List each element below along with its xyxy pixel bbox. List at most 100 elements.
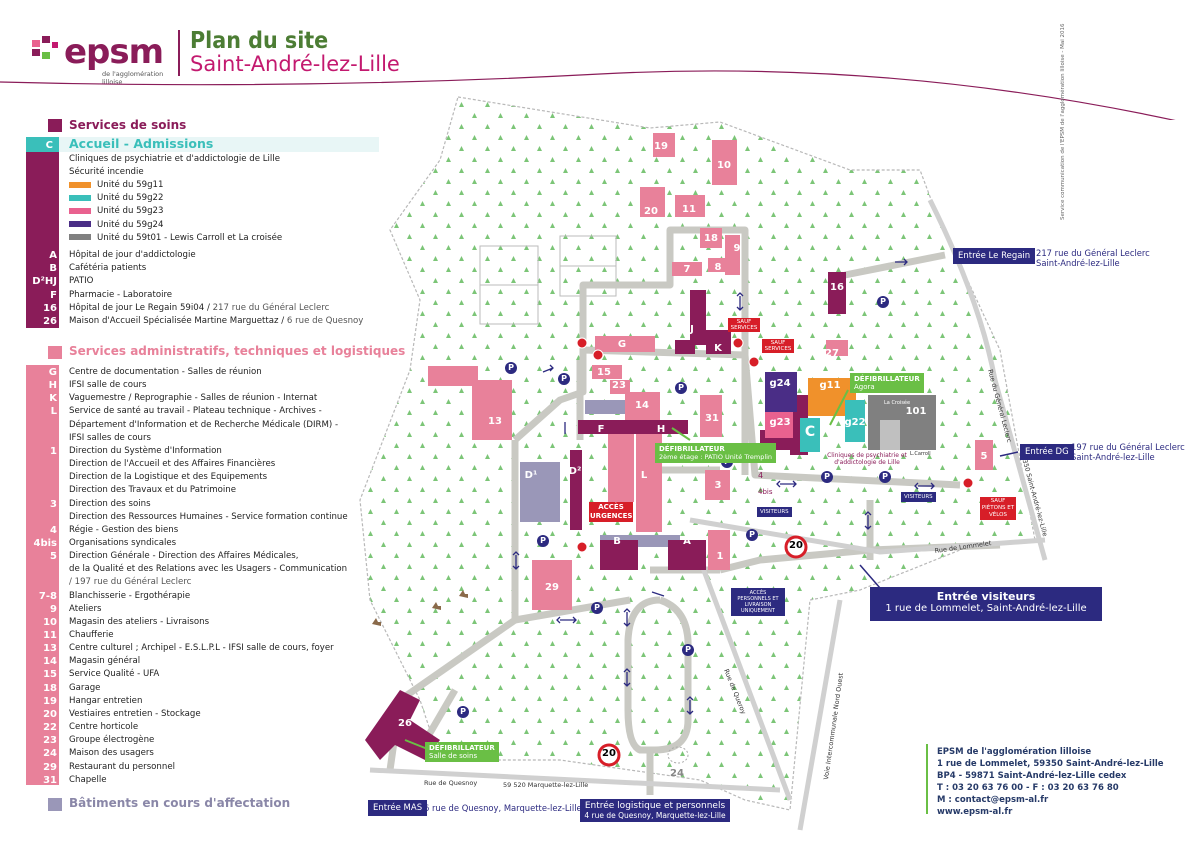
contact-email[interactable]: M : contact@epsm-al.fr	[937, 795, 1049, 805]
building-label-g24: g24	[769, 378, 790, 389]
parking-label: P	[749, 530, 755, 539]
admin-item-text: Magasin général	[69, 656, 141, 667]
building-label-19: 19	[654, 141, 668, 152]
soins-item: B Cafétéria patients	[0, 262, 400, 275]
entree-visiteurs-button[interactable]: Entrée visiteurs 1 rue de Lommelet, Sain…	[870, 587, 1102, 621]
unit-label: Unité du 59g23	[97, 206, 164, 217]
defib-soins-title: DÉFIBRILLATEUR	[429, 744, 495, 752]
unit-item: Unité du 59g11	[69, 179, 163, 192]
admin-item-text: Direction des soins	[69, 498, 151, 509]
admin-item-text: Ateliers	[69, 603, 102, 614]
soins-item-code: 26	[43, 316, 57, 327]
admin-item-code: 3	[50, 498, 57, 510]
admin-item-code: L	[50, 406, 57, 418]
admin-item-text: Département d'Information et de Recherch…	[69, 419, 339, 430]
building-label-F: F	[598, 424, 605, 435]
admin-item-text: Centre culturel ; Archipel - E.S.L.P.L -…	[69, 643, 334, 654]
admin-item-code: 13	[43, 643, 57, 655]
admin-item: / 197 rue du Général Leclerc	[0, 576, 400, 589]
contact-divider	[926, 744, 928, 814]
admin-item-text: IFSI salle de cours	[69, 380, 147, 391]
acces-urgences-sign: ACCÈS URGENCES	[589, 502, 633, 522]
admin-item-code: 20	[43, 708, 57, 720]
admin-item: IFSI salles de cours	[0, 432, 400, 445]
admin-item-text: de la Qualité et des Relations avec les …	[69, 564, 348, 575]
sports-fields	[479, 235, 617, 325]
soins-item-code: A	[49, 250, 57, 261]
deer-decoration	[372, 590, 468, 626]
no-entry-signs	[576, 337, 974, 553]
acces-personnels-sign: ACCÈS PERSONNELS ET LIVRAISON UNIQUEMENT	[731, 588, 785, 616]
admin-item-text: Magasin des ateliers - Livraisons	[69, 616, 210, 627]
parking-label: P	[508, 363, 514, 372]
admin-item: Direction de la Logistique et des Equipe…	[0, 471, 400, 484]
parking-icon	[505, 362, 517, 374]
legend-admin-swatch	[48, 346, 62, 359]
soins-item-code: 16	[43, 302, 57, 314]
defib-patio-title: DÉFIBRILLATEUR	[659, 445, 725, 453]
admin-item: Direction des Ressources Humaines - Serv…	[0, 511, 400, 524]
cliniques-line-1: Cliniques de psychiatrie et d'addictolog…	[69, 154, 280, 164]
admin-item-code: 4	[50, 524, 57, 536]
building-label-11: 11	[682, 204, 696, 215]
accueil-code-block	[26, 137, 59, 152]
entree-logistique-button[interactable]: Entrée logistique et personnels 4 rue de…	[580, 799, 730, 822]
logo[interactable]: epsm de l'agglomération lilloise	[30, 32, 180, 86]
legend-cours-title: Bâtiments en cours d'affectation	[69, 796, 291, 810]
soins-item-code: B	[49, 263, 57, 275]
admin-item-text: Garage	[69, 682, 101, 693]
admin-item: Direction des Travaux et du Patrimoine	[0, 484, 400, 497]
admin-item-text: Chapelle	[69, 774, 107, 785]
admin-item: 3 Direction des soins	[0, 498, 400, 511]
entree-regain-button[interactable]: Entrée Le Regain	[953, 248, 1036, 264]
building-label-18: 18	[704, 233, 718, 244]
building-label-10: 10	[717, 160, 731, 171]
admin-item-text: Vaguemestre / Reprographie - Salles de r…	[69, 393, 318, 404]
soins-item-code: F	[50, 289, 57, 301]
speed-limit-value: 20	[789, 540, 803, 551]
building-label-J: J	[689, 324, 694, 335]
legend-soins-title: Services de soins	[69, 118, 187, 132]
building-label-1: 1	[717, 551, 724, 562]
building-label-8: 8	[715, 262, 722, 273]
admin-item-code: 1	[50, 445, 57, 457]
legend-soins-block	[26, 152, 59, 328]
building-label-23: 23	[612, 380, 626, 391]
admin-item-code: 18	[43, 682, 57, 694]
building-label-4: 4	[758, 471, 763, 480]
building-label-7: 7	[684, 264, 691, 275]
no-entry-icon	[592, 349, 604, 361]
defib-agora: DÉFIBRILLATEUR Agora	[850, 373, 924, 393]
building-label-H: H	[657, 424, 665, 435]
admin-item-code: 19	[43, 695, 57, 707]
entree-logistique-addr: 4 rue de Quesnoy, Marquette-lez-Lille	[584, 811, 726, 820]
accueil-title: Accueil - Admissions	[69, 136, 214, 151]
building-label-4bis: 4bis	[758, 488, 773, 496]
unit-label: Unité du 59g22	[97, 193, 164, 204]
title-divider	[178, 30, 180, 76]
entree-mas-button[interactable]: Entrée MAS	[368, 800, 428, 816]
logo-text: epsm	[64, 32, 164, 72]
admin-item-text: Direction de la Logistique et des Equipe…	[69, 472, 268, 483]
building-label-K: K	[714, 343, 723, 354]
entree-dg-button[interactable]: Entrée DG	[1020, 444, 1074, 460]
contact-line3: T : 03 20 63 76 00 - F : 03 20 63 76 80	[937, 783, 1119, 793]
admin-item-code: 29	[43, 761, 57, 773]
admin-item-text: Restaurant du personnel	[69, 761, 175, 772]
unit-item: Unité du 59t01 - Lewis Carroll et La cro…	[69, 232, 282, 245]
building-label-G: G	[618, 339, 626, 350]
road-quesnoy-label: Rue de Quesnoy	[424, 779, 477, 787]
no-entry-icon	[962, 477, 974, 489]
contact-website[interactable]: www.epsm-al.fr	[937, 807, 1013, 817]
soins-item-text: Cafétéria patients	[69, 263, 147, 274]
parking-icon	[591, 602, 603, 614]
legend: Services de soins C Accueil - Admissions…	[0, 0, 405, 848]
